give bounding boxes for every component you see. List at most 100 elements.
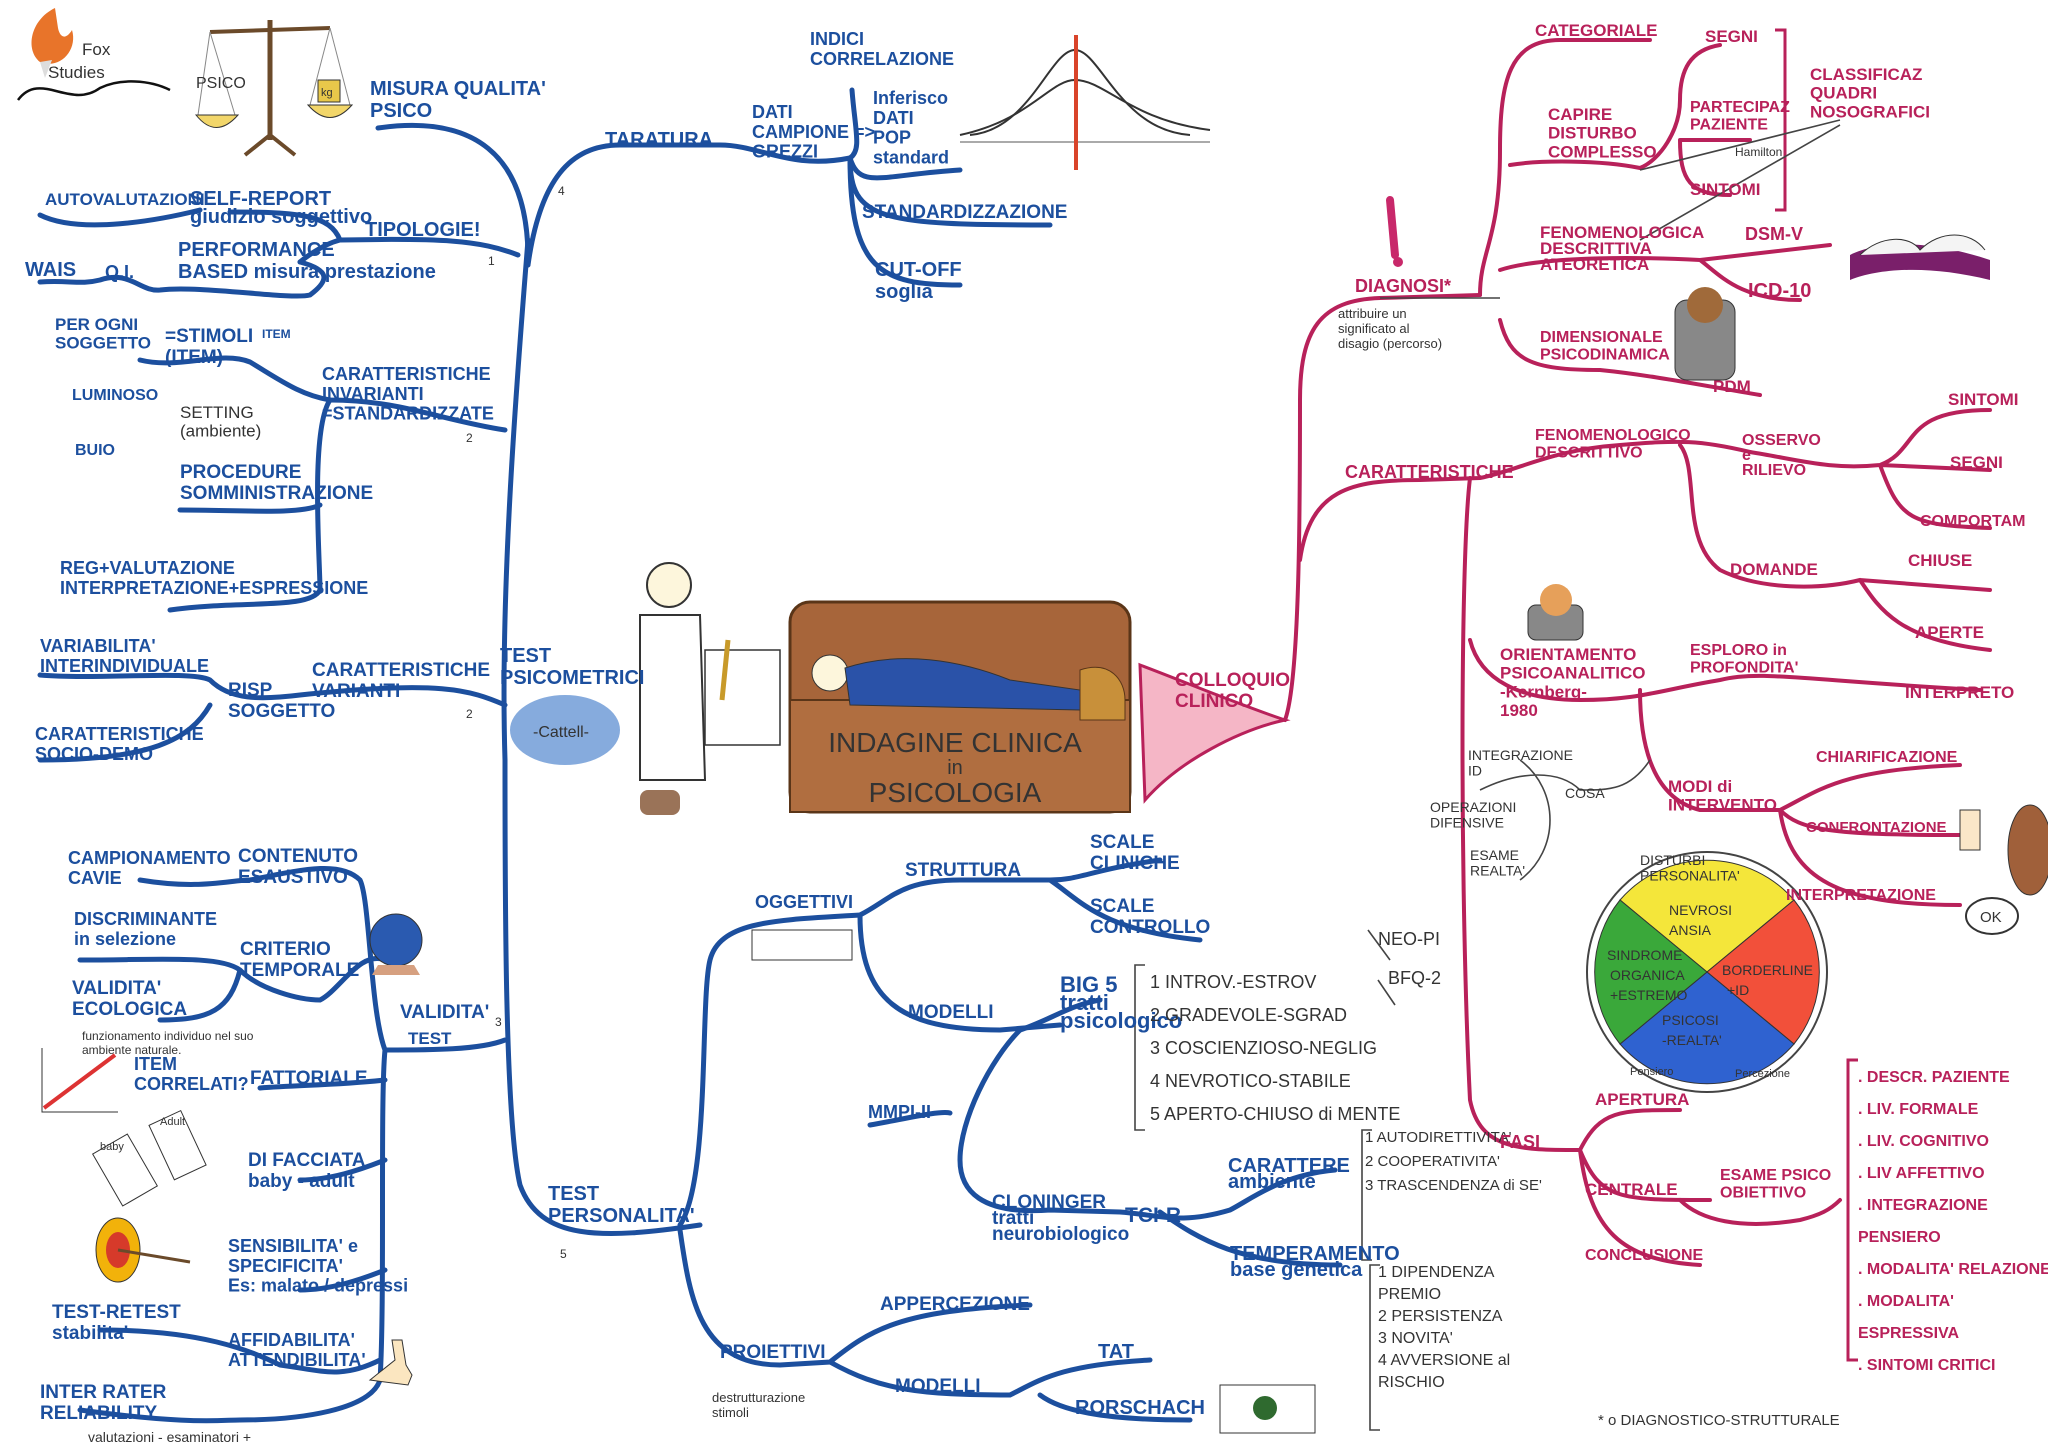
node-segni-top: SEGNI bbox=[1705, 27, 1758, 46]
node-setting-line-2: (ambiente) bbox=[180, 422, 261, 441]
node-neo: NEO-PI bbox=[1378, 929, 1440, 949]
node-big5-line-3: psicologico bbox=[1060, 1008, 1182, 1033]
node-modi-line-1: MODI di bbox=[1668, 777, 1732, 796]
form-baby-label: baby bbox=[100, 1141, 124, 1153]
node-criterio-line-2: TEMPORALE bbox=[240, 960, 359, 981]
node-wais: WAIS bbox=[25, 259, 76, 281]
node-operazioni-line-2: DIFENSIVE bbox=[1430, 814, 1504, 830]
node-sintomi-top: SINTOMI bbox=[1690, 180, 1761, 199]
node-self-report-line-2: giudizio soggettivo bbox=[190, 206, 372, 228]
node-bfq: BFQ-2 bbox=[1388, 968, 1441, 988]
node-partecipaz-line-2: PAZIENTE bbox=[1690, 117, 1768, 134]
cattell-blob bbox=[510, 695, 620, 765]
node-criterio-line-1: CRITERIO bbox=[240, 939, 331, 960]
node-fattoriale: FATTORIALE bbox=[250, 1068, 368, 1089]
node-carattere-list-line-2: 2 COOPERATIVITA' bbox=[1365, 1153, 1500, 1170]
pink-branches bbox=[1283, 28, 1992, 1362]
node-esame-list-line-10: . SINTOMI CRITICI bbox=[1858, 1357, 1995, 1374]
node-fenomenologica-line-1: FENOMENOLOGICA bbox=[1540, 223, 1704, 242]
node-procedure-line-1: PROCEDURE bbox=[180, 462, 301, 483]
logo-text-studies: Studies bbox=[48, 63, 105, 82]
node-esame-list-line-1: . DESCR. PAZIENTE bbox=[1858, 1069, 2010, 1086]
node-big5-line-2: tratti bbox=[1060, 990, 1109, 1015]
node-socio-line-1: CARATTERISTICHE bbox=[35, 724, 204, 744]
pie-label: ORGANICA bbox=[1610, 967, 1685, 983]
node-mmpi: MMPI-II bbox=[868, 1102, 931, 1122]
node-modi-line-2: INTERVENTO bbox=[1668, 796, 1777, 815]
node-struttura: STRUTTURA bbox=[905, 860, 1021, 881]
node-scale-controllo-line-2: CONTROLLO bbox=[1090, 917, 1210, 938]
inkblot-card-icon bbox=[1219, 1384, 1316, 1434]
node-temperamento-list-line-1: 1 DIPENDENZA bbox=[1378, 1264, 1495, 1281]
fox-logo-icon: Fox Studies bbox=[16, 8, 171, 101]
node-stimoli-line-2: (ITEM) bbox=[165, 347, 223, 368]
node-cosa: COSA bbox=[1565, 785, 1605, 801]
node-tat: TAT bbox=[1098, 1341, 1134, 1363]
node-carattere-list-line-3: 3 TRASCENDENZA di SE' bbox=[1365, 1177, 1542, 1194]
lamp-icon bbox=[1674, 287, 1736, 381]
node-setting-line-1: SETTING bbox=[180, 403, 254, 422]
node-esame-list-line-2: . LIV. FORMALE bbox=[1858, 1101, 1979, 1118]
pie-label: SINDROME bbox=[1607, 947, 1682, 963]
node-temperamento-list-line-2: PREMIO bbox=[1378, 1286, 1441, 1303]
node-socio-line-2: SOCIO-DEMO bbox=[35, 744, 153, 764]
node-ecologica-note-line-2: ambiente naturale. bbox=[82, 1043, 181, 1057]
node-osservo-line-2: e bbox=[1742, 447, 1751, 464]
node-dati-grezzi-line-3: GREZZI bbox=[752, 142, 818, 162]
node-inferisco-line-4: standard bbox=[873, 147, 949, 167]
node-sensibilita-line-3: Es: malato / depressi bbox=[228, 1276, 408, 1296]
node-varianti-line-2: VARIANTI bbox=[312, 681, 400, 702]
node-affidabilita-line-1: AFFIDABILITA' bbox=[228, 1330, 355, 1350]
node-contenuto-line-2: ESAUSTIVO bbox=[238, 867, 348, 888]
thin-links bbox=[1134, 119, 1841, 1431]
node-ecologica-note-line-1: funzionamento individuo nel suo bbox=[82, 1029, 254, 1043]
node-test-psico-line-2: PSICOMETRICI bbox=[500, 667, 644, 689]
node-inferisco-line-1: Inferisco bbox=[873, 88, 948, 108]
node-big5-list-line-3: 3 COSCIENZIOSO-NEGLIG bbox=[1150, 1038, 1377, 1058]
node-fenomenologico-line-2: DESCRITTIVO bbox=[1535, 445, 1643, 462]
node-diagnosi-note-line-2: significato al bbox=[1338, 321, 1410, 336]
pie-label: NEVROSI bbox=[1669, 902, 1732, 918]
node-qi: Q.I. bbox=[105, 262, 134, 282]
lamp-small-icon bbox=[1527, 584, 1584, 641]
node-operazioni-line-1: OPERAZIONI bbox=[1430, 799, 1516, 815]
node-test-retest-line-1: TEST-RETEST bbox=[52, 1302, 181, 1323]
node-n2a: 2 bbox=[466, 431, 473, 445]
node-esploro-line-1: ESPLORO in bbox=[1690, 642, 1787, 659]
node-risp-line-1: RISP bbox=[228, 680, 273, 701]
node-autovalutazioni: AUTOVALUTAZIONI bbox=[45, 190, 205, 209]
node-campionamento-line-1: CAMPIONAMENTO bbox=[68, 848, 231, 868]
node-conclusione: CONCLUSIONE bbox=[1585, 1247, 1704, 1264]
node-colloquio-line-2: CLINICO bbox=[1175, 691, 1253, 712]
ok-bubble bbox=[1965, 897, 2019, 935]
node-sintomi: SINTOMI bbox=[1948, 390, 2019, 409]
node-item-box: ITEM bbox=[262, 327, 291, 341]
node-integrazione-id-line-2: ID bbox=[1468, 762, 1482, 778]
node-big5-list-line-2: 2 GRADEVOLE-SGRAD bbox=[1150, 1005, 1347, 1025]
node-inter-rater-line-1: INTER RATER bbox=[40, 1382, 167, 1403]
node-stimoli-line-1: =STIMOLI bbox=[165, 326, 253, 347]
node-capire-line-3: COMPLESSO bbox=[1548, 142, 1657, 161]
node-n5: 5 bbox=[560, 1247, 567, 1261]
node-temperamento-list-line-3: 2 PERSISTENZA bbox=[1378, 1308, 1503, 1325]
node-ok: OK bbox=[1980, 909, 2002, 926]
node-dati-grezzi-line-1: DATI bbox=[752, 102, 793, 122]
node-cutoff-line-1: CUT-OFF bbox=[875, 259, 962, 281]
node-fenomenologico-line-1: FENOMENOLOGICO bbox=[1535, 427, 1691, 444]
node-cloninger-line-2: tratti bbox=[992, 1208, 1034, 1229]
pie-label: BORDERLINE bbox=[1722, 962, 1813, 978]
node-validita-test: TEST bbox=[408, 1029, 452, 1048]
node-indici-line-2: CORRELAZIONE bbox=[810, 49, 954, 69]
node-rorschach: RORSCHACH bbox=[1075, 1397, 1205, 1419]
node-inferisco-line-3: POP bbox=[873, 128, 911, 148]
node-esame-list-line-6: PENSIERO bbox=[1858, 1229, 1941, 1246]
pie-label: +ESTREMO bbox=[1610, 987, 1688, 1003]
node-temperamento-line-2: base genetica bbox=[1230, 1259, 1363, 1281]
node-discriminante-line-2: in selezione bbox=[74, 929, 176, 949]
node-orientamento-line-2: PSICOANALITICO bbox=[1500, 664, 1645, 683]
node-test-pers-line-1: TEST bbox=[548, 1183, 599, 1205]
node-discriminante-line-1: DISCRIMINANTE bbox=[74, 909, 217, 929]
node-capire-line-1: CAPIRE bbox=[1548, 105, 1612, 124]
center-title-line2: in bbox=[947, 757, 963, 779]
node-esame-realta-line-1: ESAME bbox=[1470, 847, 1519, 863]
